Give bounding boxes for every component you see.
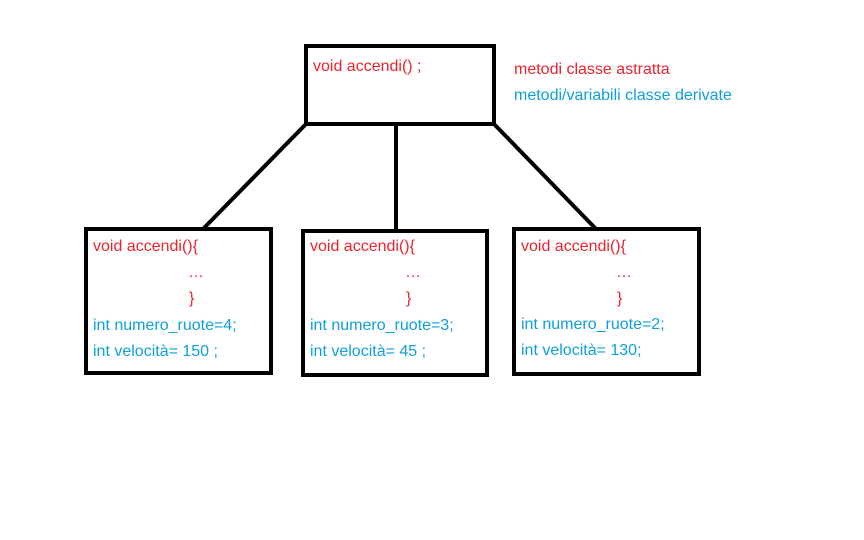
- method-open: void accendi(){: [521, 238, 626, 255]
- var-speed: int velocità= 45 ;: [310, 343, 427, 360]
- method-open: void accendi(){: [310, 238, 415, 255]
- abstract-class-box: void accendi() ;: [304, 44, 496, 126]
- abstract-method: void accendi() ;: [313, 58, 422, 75]
- legend-derived-members: metodi/variabili classe derivate: [514, 87, 732, 104]
- var-wheels: int numero_ruote=3;: [310, 317, 454, 334]
- derived-class-box-2: void accendi(){ … } int numero_ruote=3; …: [301, 229, 489, 377]
- method-body: …: [616, 264, 632, 281]
- method-open: void accendi(){: [93, 238, 198, 255]
- derived-class-box-1: void accendi(){ … } int numero_ruote=4; …: [84, 227, 273, 375]
- var-speed: int velocità= 130;: [521, 342, 642, 359]
- connector-left: [201, 122, 308, 231]
- method-close: }: [406, 290, 412, 307]
- var-wheels: int numero_ruote=4;: [93, 317, 237, 334]
- method-close: }: [617, 290, 623, 307]
- method-close: }: [189, 290, 195, 307]
- var-wheels: int numero_ruote=2;: [521, 316, 665, 333]
- derived-class-box-3: void accendi(){ … } int numero_ruote=2; …: [512, 227, 701, 376]
- connector-right: [492, 122, 598, 231]
- method-body: …: [405, 264, 421, 281]
- var-speed: int velocità= 150 ;: [93, 343, 218, 360]
- legend-abstract-methods: metodi classe astratta: [514, 61, 670, 78]
- method-body: …: [188, 264, 204, 281]
